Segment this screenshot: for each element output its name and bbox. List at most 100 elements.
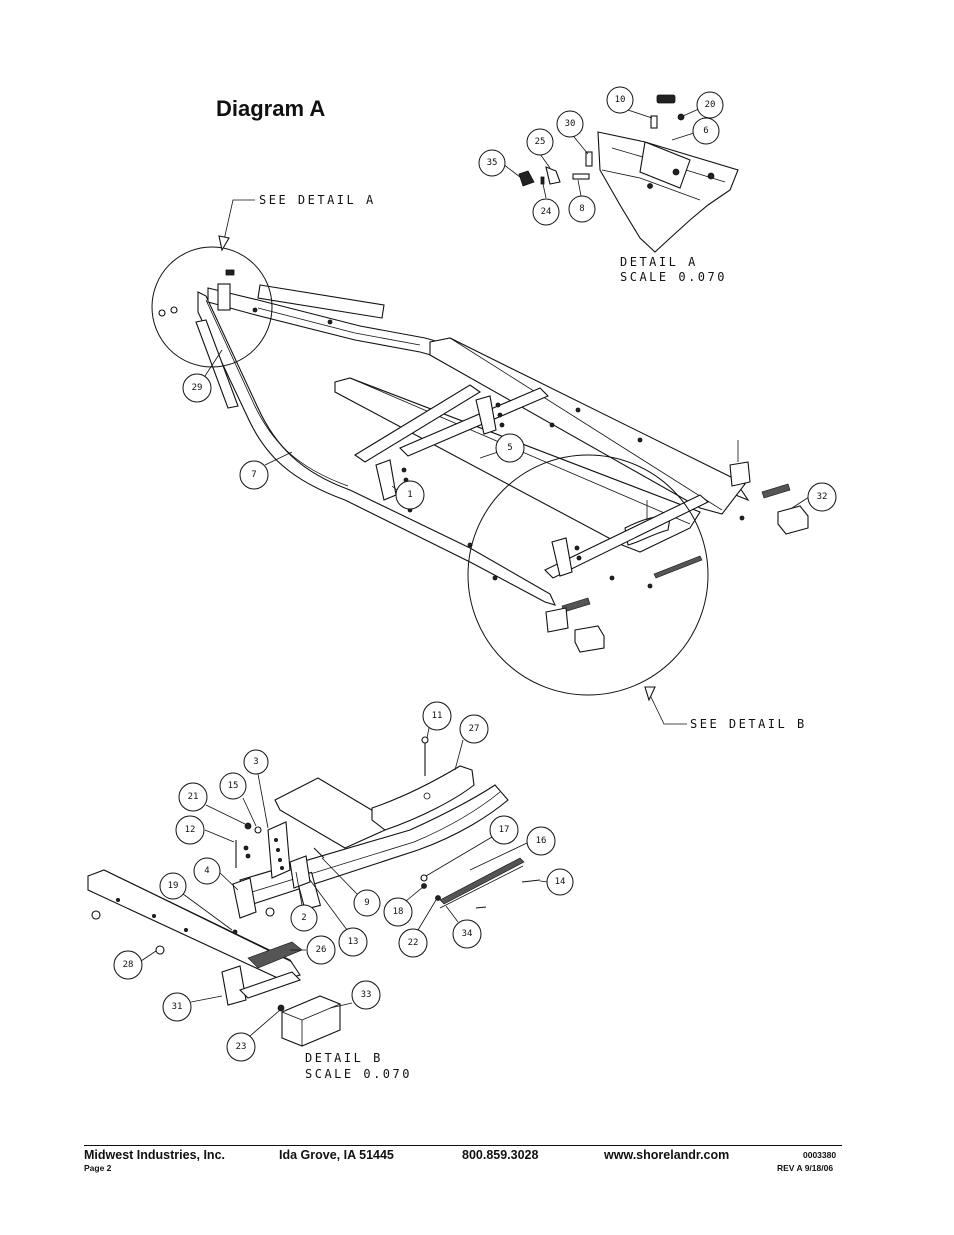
callout-2: 2: [290, 904, 318, 932]
bunk-pad-left: [274, 777, 386, 849]
step-plate: [238, 971, 302, 999]
callout-34: 34: [452, 919, 482, 949]
svg-text:26: 26: [316, 945, 327, 955]
strip-part-34: [439, 857, 525, 905]
washer: [158, 309, 166, 317]
bunk-pad-part-27: [371, 765, 475, 831]
screw: [475, 906, 487, 909]
end-plug: [91, 910, 101, 920]
pin-part-8: [572, 173, 590, 180]
callout-8: 8: [568, 195, 596, 223]
cross-member: [399, 387, 549, 457]
callout-9: 9: [353, 889, 381, 917]
callout-18: 18: [383, 897, 413, 927]
callout-28: 28: [113, 950, 143, 980]
svg-text:33: 33: [361, 990, 372, 1000]
notes: SEE DETAIL A DETAIL A SCALE 0.070 SEE DE…: [259, 193, 807, 1081]
bracket-part-31: [221, 965, 247, 1006]
detail-b-callout-leaders: [140, 727, 549, 1037]
washer-part-15: [254, 826, 262, 834]
post: [217, 283, 231, 311]
callout-15: 15: [219, 772, 247, 800]
bolt-part-10: [650, 115, 658, 129]
callout-6: 6: [692, 117, 720, 145]
trim-strip: [653, 555, 703, 579]
footer-doc-number: 0003380: [803, 1150, 837, 1160]
svg-text:25: 25: [535, 137, 546, 147]
detail-b-drawing: [87, 736, 541, 1047]
callout-16: 16: [526, 826, 556, 856]
bunk-rail-edge: [251, 791, 501, 893]
svg-text:9: 9: [364, 898, 369, 908]
callout-bubbles: 10 20 30 6 25 35 24 8 29 7 5 1 32 11 27 …: [113, 86, 837, 1062]
cross-member: [353, 384, 482, 463]
bunk-bracket: [551, 537, 573, 577]
rail-edge: [205, 299, 349, 487]
callout-3: 3: [243, 749, 269, 775]
callout-30: 30: [556, 110, 584, 138]
bolt-part-30: [585, 151, 593, 167]
footer-company: Midwest Industries, Inc.: [84, 1148, 225, 1162]
nut-part-22: [435, 895, 441, 901]
svg-text:31: 31: [172, 1002, 183, 1012]
svg-text:23: 23: [236, 1042, 247, 1052]
footer-website[interactable]: www.shorelandr.com: [604, 1148, 730, 1162]
callout-24: 24: [532, 198, 560, 226]
main-trailer-frame: [158, 269, 809, 653]
bolt-part-9: [313, 847, 325, 859]
rail-edge: [257, 307, 421, 346]
frame-rail-part-7: [197, 291, 557, 606]
detail-a-label: DETAIL A: [620, 255, 698, 269]
main-callout-leaders: [204, 349, 810, 509]
svg-text:5: 5: [507, 443, 512, 453]
footer-page-number: Page 2: [84, 1163, 112, 1173]
footer-divider: [84, 1145, 842, 1146]
detail-b-circle: [467, 454, 709, 696]
callout-21: 21: [178, 782, 208, 812]
callout-26: 26: [306, 935, 336, 965]
see-detail-a-leader: [223, 199, 255, 241]
small-bracket: [225, 269, 235, 276]
nut-part-20: [677, 113, 685, 121]
nut-part-23: [277, 1004, 285, 1012]
svg-text:19: 19: [168, 881, 179, 891]
frame-end-part-6: [597, 131, 739, 253]
footer-revision: REV A 9/18/06: [777, 1163, 834, 1173]
callout-33: 33: [351, 980, 381, 1010]
detail-a-scale: SCALE 0.070: [620, 270, 727, 284]
callout-29: 29: [182, 373, 212, 403]
svg-text:22: 22: [408, 938, 419, 948]
svg-text:4: 4: [204, 866, 209, 876]
callout-5: 5: [495, 433, 525, 463]
frame-edge-line: [601, 169, 701, 201]
svg-text:34: 34: [462, 929, 473, 939]
svg-text:30: 30: [565, 119, 576, 129]
svg-text:35: 35: [487, 158, 498, 168]
svg-text:10: 10: [615, 95, 626, 105]
svg-text:32: 32: [817, 492, 828, 502]
bolt-hole: [672, 168, 680, 176]
cross-member: [544, 494, 709, 579]
callout-25: 25: [526, 128, 554, 156]
see-detail-b-arrow: [644, 686, 656, 702]
svg-text:12: 12: [185, 825, 196, 835]
callout-13: 13: [338, 927, 368, 957]
callout-12: 12: [175, 815, 205, 845]
callout-35: 35: [478, 149, 506, 177]
callout-20: 20: [696, 91, 724, 119]
callout-7: 7: [239, 460, 269, 490]
detail-b-label: DETAIL B: [305, 1051, 383, 1065]
light-cap: [574, 625, 605, 653]
see-detail-b-note: SEE DETAIL B: [690, 717, 807, 731]
bracket-part-4: [232, 877, 257, 919]
footer-phone: 800.859.3028: [462, 1148, 539, 1162]
svg-text:8: 8: [579, 204, 584, 214]
plate-part: [656, 94, 676, 104]
knob-part-35: [518, 170, 535, 187]
cap-part-25: [545, 166, 561, 185]
bar-part-29: [195, 319, 239, 409]
nut-part-21: [244, 822, 252, 830]
washer-part-17: [420, 874, 428, 882]
bunk-bracket-part-1: [375, 459, 397, 501]
